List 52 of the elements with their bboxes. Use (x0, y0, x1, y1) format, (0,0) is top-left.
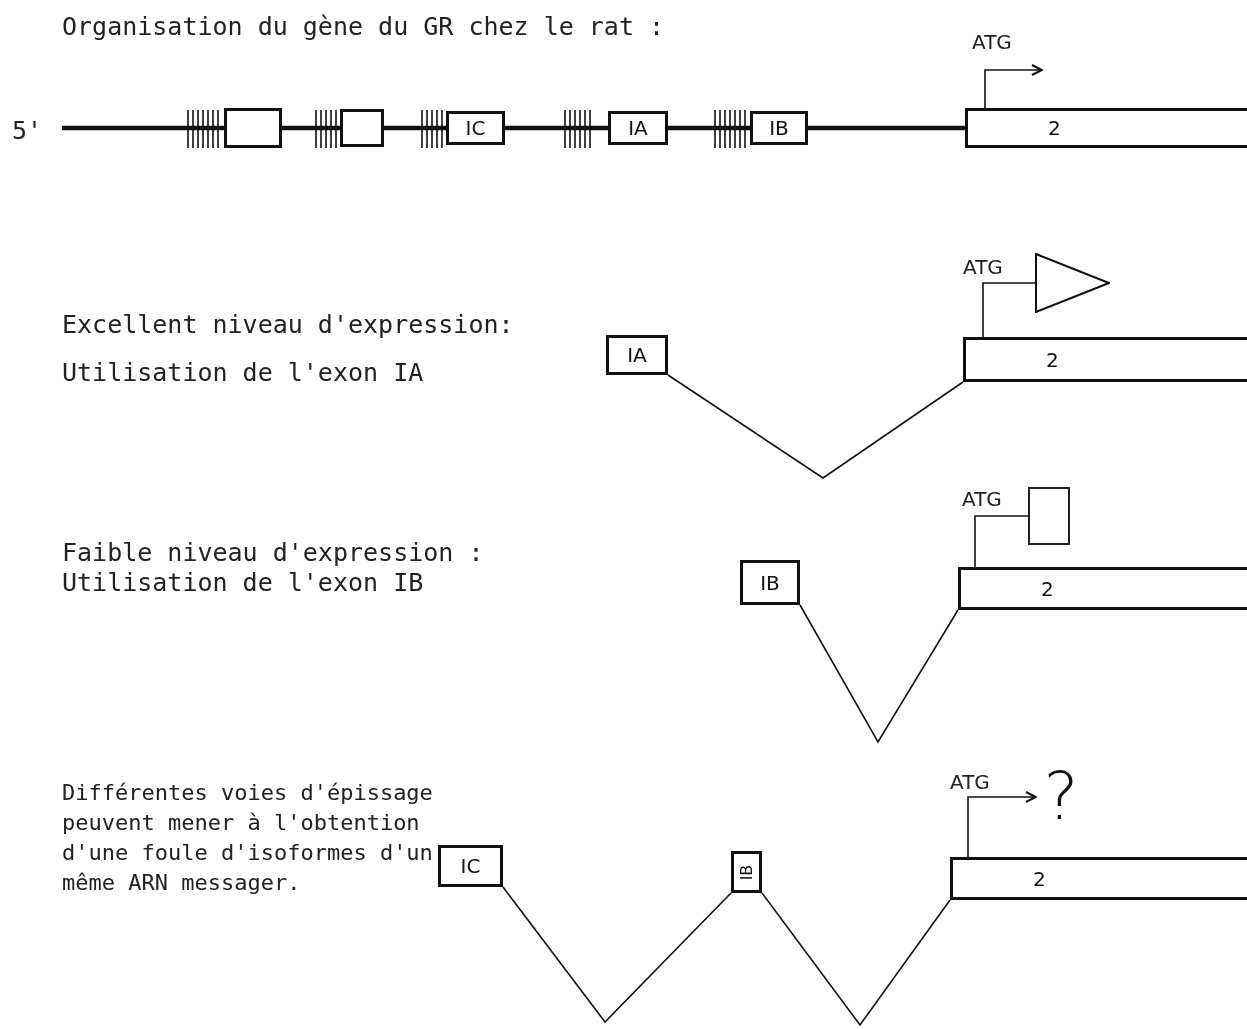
splice-line (667, 374, 964, 479)
exon-box (950, 857, 1247, 900)
exon-label: IB (737, 864, 756, 880)
description-text: Différentes voies d'épissage peuvent mener à l'obtention d'une foule d'isoformes d'un même ARN messager. (62, 779, 434, 897)
exon-label: IB (760, 570, 780, 595)
exon-box (740, 560, 800, 605)
splice-line (982, 282, 1036, 338)
codon-label: ATG (972, 30, 1012, 54)
splice-line (761, 892, 951, 1027)
triangle-shape (1035, 253, 1110, 313)
gene-line (62, 125, 224, 131)
splice-line (502, 886, 732, 1024)
gene-line (505, 125, 608, 131)
exon-box (958, 567, 1247, 610)
exon-box (750, 111, 808, 145)
description-text: Faible niveau d'expression : (62, 538, 484, 567)
exon-label: 2 (1033, 866, 1046, 891)
codon-label: ATG (963, 255, 1003, 279)
description-text: Utilisation de l'exon IB (62, 568, 424, 597)
exon-box (224, 108, 282, 148)
exon-box (340, 109, 384, 147)
exon-label: 2 (1046, 347, 1059, 372)
exon-label: 2 (1041, 576, 1054, 601)
start-arrow (967, 791, 1037, 858)
empty-box (1028, 487, 1070, 545)
exon-label: IA (628, 116, 648, 140)
question-mark-text: ? (1043, 764, 1079, 830)
exon-label: IB (769, 116, 789, 140)
exon-box (606, 335, 668, 375)
splice-line (974, 515, 1029, 568)
exon-box (731, 851, 762, 893)
diagram-title: Organisation du gène du GR chez le rat : (62, 12, 665, 41)
exon-box (963, 337, 1247, 382)
start-arrow (984, 64, 1043, 109)
exon-box (965, 108, 1247, 148)
exon-label: IA (627, 343, 647, 367)
exon-label: 2 (1048, 116, 1061, 140)
splice-line (799, 604, 959, 744)
exon-label: IC (465, 116, 486, 140)
exon-box (608, 111, 668, 145)
description-text: Utilisation de l'exon IA (62, 358, 424, 387)
exon-label: IC (460, 854, 481, 878)
gene-line (808, 125, 965, 131)
exon-box (438, 845, 503, 887)
codon-label: ATG (962, 487, 1002, 511)
gene-line (668, 125, 750, 131)
description-text: Excellent niveau d'expression: (62, 310, 514, 339)
end-label: 5' (12, 116, 43, 145)
exon-box (446, 111, 505, 145)
gene-line (282, 125, 340, 131)
codon-label: ATG (950, 770, 990, 794)
gene-line (384, 125, 446, 131)
